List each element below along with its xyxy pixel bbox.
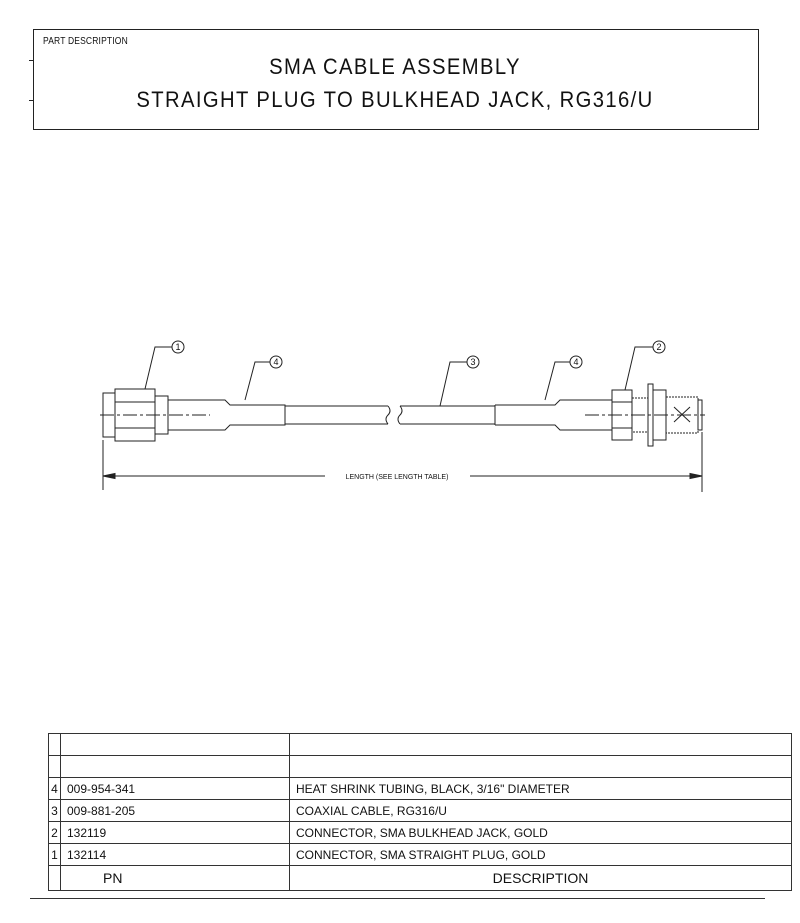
item-number — [48, 755, 61, 778]
part-description-label: PART DESCRIPTION — [43, 36, 128, 47]
part-number — [60, 755, 290, 778]
part-description — [289, 733, 792, 756]
coax-cable — [285, 405, 495, 425]
balloon-3: 3 — [470, 357, 475, 367]
part-number: 132119 — [60, 821, 290, 844]
item-number: 2 — [48, 821, 61, 844]
part-description — [289, 755, 792, 778]
table-row — [48, 755, 792, 778]
length-dimension-label: LENGTH (SEE LENGTH TABLE) — [346, 474, 449, 481]
balloon-4: 4 — [573, 357, 578, 367]
length-dimension: LENGTH (SEE LENGTH TABLE) — [102, 432, 703, 492]
title-line-2: STRAIGHT PLUG TO BULKHEAD JACK, RG316/U — [136, 87, 654, 112]
part-description-box — [33, 29, 759, 130]
title-line-1: SMA CABLE ASSEMBLY — [269, 54, 521, 79]
item-number: 4 — [48, 777, 61, 800]
item-number: 1 — [48, 843, 61, 866]
part-number: 009-954-341 — [60, 777, 290, 800]
pn-header: PN — [60, 865, 290, 891]
balloon-1: 1 — [175, 342, 180, 352]
heat-shrink-left — [168, 399, 286, 431]
balloon-2: 2 — [656, 342, 661, 352]
part-description: HEAT SHRINK TUBING, BLACK, 3/16" DIAMETE… — [289, 777, 792, 800]
border-line — [30, 898, 765, 899]
part-description: COAXIAL CABLE, RG316/U — [289, 799, 792, 822]
part-number — [60, 733, 290, 756]
description-header: DESCRIPTION — [289, 865, 792, 891]
item-number: 3 — [48, 799, 61, 822]
part-number: 009-881-205 — [60, 799, 290, 822]
part-description: CONNECTOR, SMA BULKHEAD JACK, GOLD — [289, 821, 792, 844]
border-tick — [29, 100, 34, 101]
heat-shrink-right — [494, 399, 612, 431]
balloon-4: 4 — [273, 357, 278, 367]
table-row — [48, 733, 792, 756]
balloon-leaders — [144, 346, 653, 407]
item-number — [48, 733, 61, 756]
cable-assembly-drawing: 1 4 3 4 2 LENGTH (SEE LENGTH TABLE) — [100, 340, 705, 492]
item-header — [48, 865, 61, 891]
border-tick — [29, 60, 34, 61]
part-number: 132114 — [60, 843, 290, 866]
part-description: CONNECTOR, SMA STRAIGHT PLUG, GOLD — [289, 843, 792, 866]
